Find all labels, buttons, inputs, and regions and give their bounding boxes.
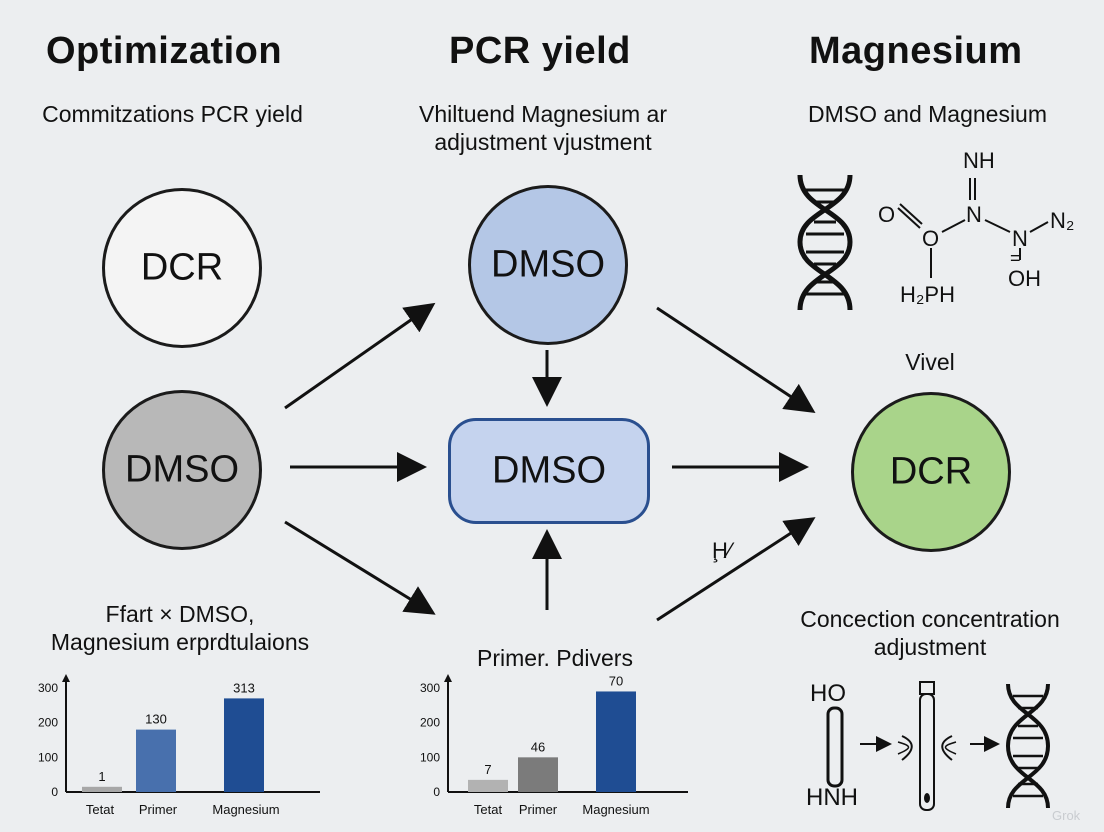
chart-y-axis-arrow	[62, 674, 70, 682]
watermark: Grok	[1052, 808, 1081, 823]
chart-bar	[82, 786, 122, 792]
dna-helix-icon	[797, 174, 853, 311]
atom-n1: N	[966, 202, 982, 227]
chart-y-tick-label: 100	[420, 750, 440, 764]
chart-y-tick-label: 300	[38, 681, 58, 695]
chart-data-label: 313	[233, 680, 255, 695]
node-center-label: DMSO	[492, 449, 606, 492]
atom-o-left: O	[878, 202, 896, 227]
chart-bar	[136, 729, 176, 792]
header-magnesium: Magnesium	[809, 30, 1023, 72]
process-illustration	[826, 681, 1051, 811]
chart-bar	[224, 698, 264, 792]
chart-category-label: Primer	[519, 802, 558, 817]
node-top-left-dcr: DCR	[102, 188, 262, 348]
node-mid-left-dmso: DMSO	[102, 390, 262, 550]
molecule-structure: NH O O N N N₂ = OH H₂PH	[870, 140, 1090, 320]
node-mid-left-label: DMSO	[125, 448, 239, 491]
header-pcr-yield: PCR yield	[449, 30, 631, 72]
chart-data-label: 46	[531, 739, 545, 754]
arrow-dmso-to-top-dmso	[284, 302, 436, 410]
subtitle-center-line2: adjustment vjustment	[434, 129, 652, 155]
header-optimization: Optimization	[46, 30, 283, 72]
dna-helix-small-icon	[1005, 683, 1051, 809]
process-title-line1: Concection concentration	[800, 606, 1060, 632]
node-top-left-label: DCR	[140, 246, 224, 289]
chart-y-tick-label: 300	[420, 681, 440, 695]
chart-data-label: 1	[98, 769, 105, 784]
chart-category-label: Primer	[139, 802, 178, 817]
chart-data-label: 130	[145, 712, 167, 727]
molecule-bonds	[897, 178, 1049, 278]
node-right-label: DCR	[889, 450, 973, 493]
label-arrow-annotation: Ḩ⁄	[712, 538, 732, 563]
chart-bar	[518, 757, 558, 792]
arrow-top-dmso-to-dcr	[656, 306, 816, 413]
chart-category-label: Tetat	[86, 802, 115, 817]
node-top-center-label: DMSO	[491, 243, 605, 286]
node-right-dcr: DCR	[851, 392, 1011, 552]
chart-center-title: Primer. Pdivers	[477, 645, 633, 671]
node-top-center-dmso: DMSO	[468, 185, 628, 345]
pipette-icon	[897, 681, 957, 811]
chart-y-tick-label: 200	[420, 716, 440, 730]
subtitle-left: Commitzations PCR yield	[42, 101, 303, 127]
atom-nh: NH	[963, 148, 995, 173]
atom-oh: OH	[1008, 266, 1041, 291]
chart-y-axis-arrow	[444, 674, 452, 682]
atom-n2: N	[1012, 226, 1028, 251]
chart-y-tick-label: 100	[38, 750, 58, 764]
node-center-dmso: DMSO	[448, 418, 650, 524]
chart-y-tick-label: 0	[51, 785, 58, 799]
arrow-dmso-to-bottom	[284, 520, 436, 615]
chart-left-title-line2: Magnesium erprdtulaions	[50, 629, 310, 655]
chart-category-label: Magnesium	[212, 802, 279, 817]
label-vivel: Vivel	[905, 349, 955, 375]
atom-n2-sub: N₂	[1050, 208, 1075, 233]
subtitle-center-line1: Vhiltuend Magnesium ar	[418, 101, 668, 127]
chart-category-label: Magnesium	[582, 802, 649, 817]
chart-left-title-line1: Ffart × DMSO,	[105, 601, 255, 627]
chart-data-label: 70	[609, 673, 623, 688]
process-ho-label: HO	[810, 680, 846, 707]
atom-o-center: O	[922, 226, 940, 251]
atom-h2ph: H₂PH	[900, 282, 955, 307]
chart-category-label: Tetat	[474, 802, 503, 817]
subtitle-right: DMSO and Magnesium	[807, 101, 1048, 127]
arrow-bottom-to-dcr	[656, 517, 816, 622]
chart-y-tick-label: 200	[38, 716, 58, 730]
chart-y-tick-label: 0	[433, 785, 440, 799]
process-title-line2: adjustment	[873, 634, 987, 660]
atom-eq: =	[1010, 248, 1021, 268]
chart-bar	[468, 779, 508, 792]
process-hnh-label: HNH	[806, 784, 858, 811]
chart-data-label: 7	[484, 762, 491, 777]
test-tube-icon	[826, 706, 844, 788]
chart-bar	[596, 691, 636, 792]
